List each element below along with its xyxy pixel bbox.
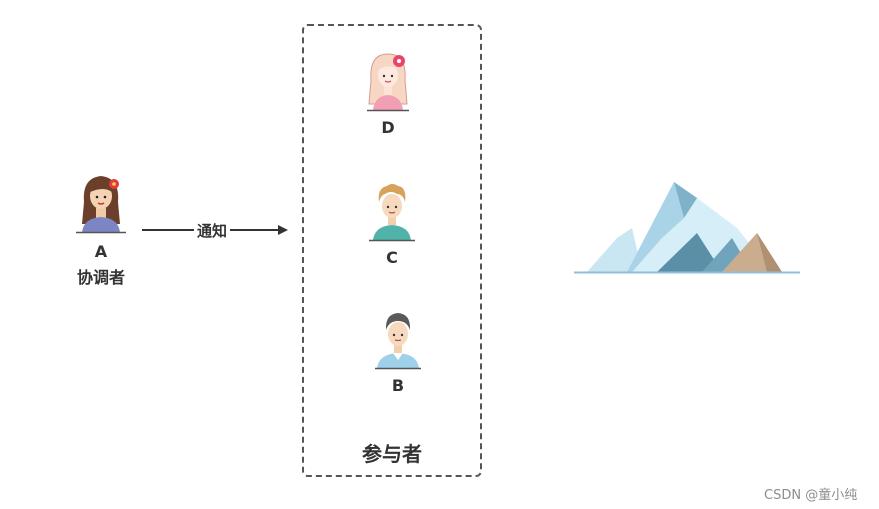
participant-c: C [362,180,422,270]
participants-group-label: 参与者 [362,442,422,466]
girl-avatar-icon [367,53,409,112]
iceberg-icon [574,182,800,274]
participant-d-letter: D [381,118,395,137]
coordinator-letter: A [94,242,108,261]
participant-b-letter: B [391,376,405,395]
man-avatar-icon [375,313,421,370]
participants-group [302,24,482,477]
woman-avatar-icon [76,176,126,234]
participant-d: D [358,50,418,140]
participant-c-letter: C [386,248,398,267]
notify-arrow: 通知 [142,219,288,241]
watermark: CSDN @童小纯 [764,488,858,503]
coordinator-role: 协调者 [76,268,125,287]
arrow-label: 通知 [194,220,231,241]
curly-hair-person-icon [369,184,415,242]
participant-b: B [368,308,428,398]
coordinator-node: A 协调者 [66,172,136,287]
